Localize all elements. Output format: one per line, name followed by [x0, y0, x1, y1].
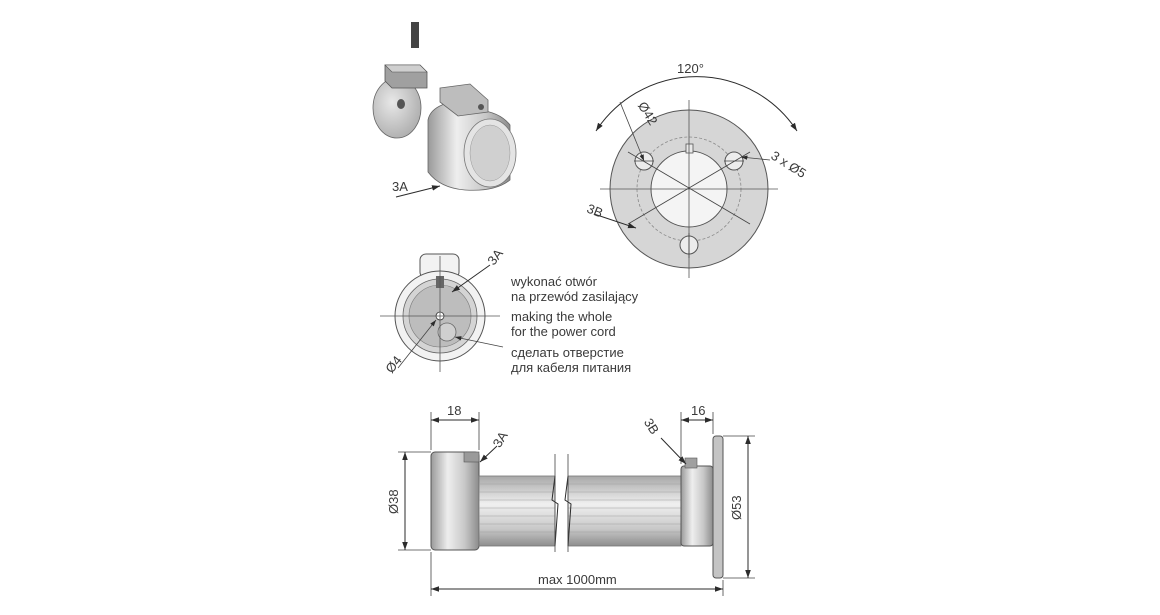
right-flange-plate [712, 435, 724, 579]
leader-d4 [397, 319, 437, 369]
leader-3a-iso [395, 185, 441, 198]
leader-3a-front [451, 264, 491, 293]
set-screw [411, 22, 419, 48]
leader-3a-side [479, 445, 498, 463]
tube-right-segment [567, 475, 682, 547]
label-angle: 120° [677, 61, 704, 76]
label-3b-flange: 3B [585, 201, 605, 221]
label-3a-front: 3A [484, 246, 506, 268]
angle-arc [595, 76, 798, 132]
label-d53: Ø53 [729, 495, 744, 520]
rail-side-view: 18 3A 16 3B Ø38 Ø53 max 1000mm [386, 403, 755, 596]
flange-front-view: 120° Ø42 3 x Ø5 3B [585, 61, 809, 278]
flange-key [685, 143, 694, 154]
bracket-front-view: 3A Ø4 [380, 246, 506, 376]
label-holes: 3 x Ø5 [768, 148, 808, 181]
note-en-2: for the power cord [511, 324, 616, 339]
leader-note [454, 336, 504, 348]
label-3a-side: 3A [490, 428, 511, 450]
label-3a-iso: 3A [392, 179, 408, 194]
leader-d42 [619, 101, 645, 162]
cord-hole-note: wykonać otwór na przewód zasilający maki… [510, 274, 639, 375]
right-bracket-side [680, 465, 714, 547]
note-ru-1: сделать отверстие [511, 345, 624, 360]
label-d4: Ø4 [382, 353, 404, 376]
tube-left-segment [478, 475, 556, 547]
label-d16: 16 [691, 403, 705, 418]
leader-holes [740, 155, 771, 161]
cord-hole [437, 322, 457, 342]
label-3b-side: 3B [641, 416, 662, 437]
left-bracket-side [430, 451, 480, 551]
note-en-1: making the whole [511, 309, 612, 324]
note-pl-2: na przewód zasilający [511, 289, 639, 304]
leader-3b-side [660, 437, 687, 465]
tube-flutes [479, 483, 681, 541]
label-d38: Ø38 [386, 489, 401, 514]
note-ru-2: для кабеля питания [511, 360, 631, 375]
leader-3b-flange [593, 213, 637, 229]
isometric-bracket-view: 3A [372, 22, 517, 198]
label-d18: 18 [447, 403, 461, 418]
label-maxlen: max 1000mm [538, 572, 617, 587]
cylinder-tab [439, 83, 489, 117]
note-pl-1: wykonać otwór [510, 274, 598, 289]
disc-hole [397, 99, 405, 109]
